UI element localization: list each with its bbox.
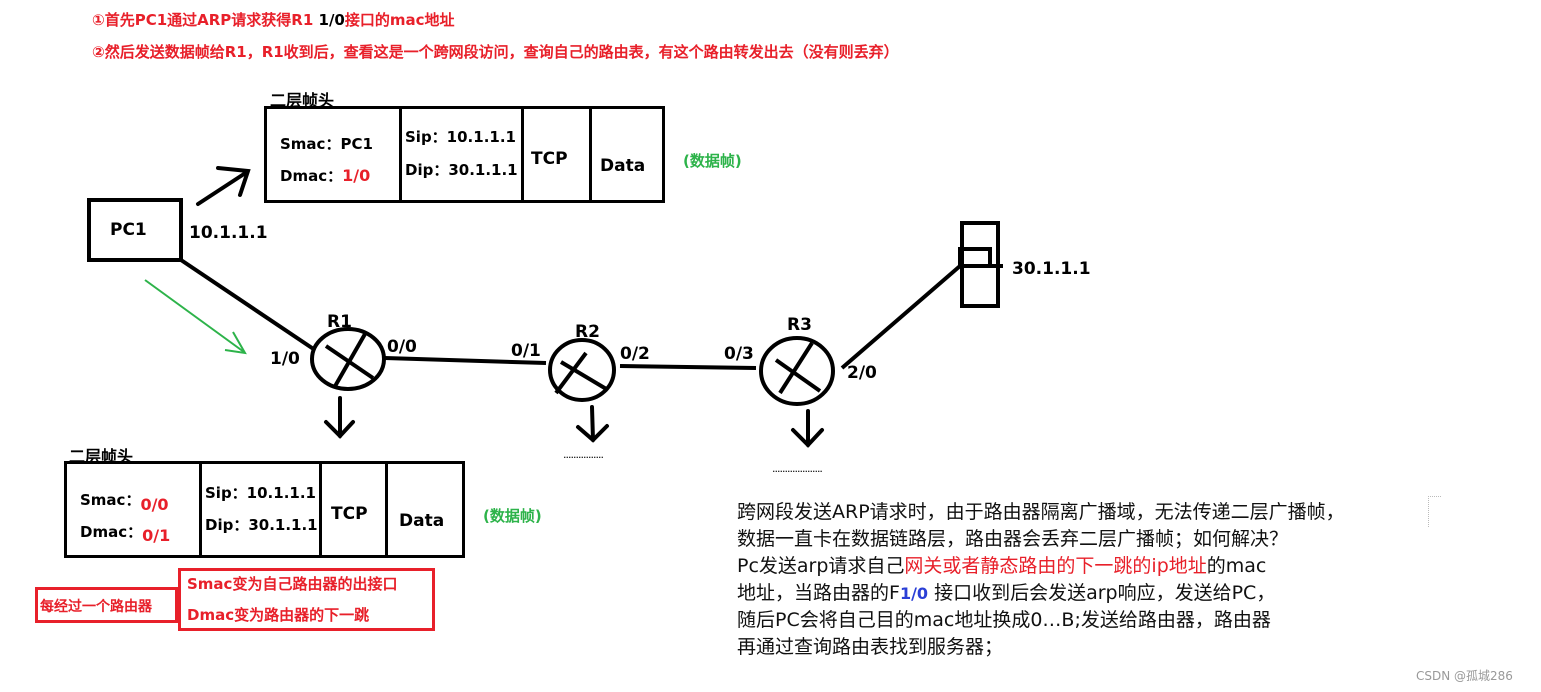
explanation-line5: 随后PC会将自己目的mac地址换成0…B;发送给路由器，路由器: [737, 609, 1271, 631]
explanation-line1: 跨网段发送ARP请求时，由于路由器隔离广播域，无法传递二层广播帧，: [737, 501, 1345, 523]
r3-port-right: 2/0: [847, 363, 877, 383]
top-tcp: TCP: [531, 149, 568, 169]
bottom-tcp: TCP: [331, 504, 368, 524]
r1-port-left: 1/0: [270, 349, 300, 369]
step1-prefix: ①首先PC1通过ARP请求获得R1: [92, 11, 319, 29]
line3-b: 的mac: [1206, 555, 1267, 577]
down-arrow-r1-icon: [324, 396, 355, 439]
step2-note: ②然后发送数据帧给R1，R1收到后，查看这是一个跨网段访问，查询自己的路由表，有…: [92, 43, 899, 61]
link-pc1-r1: [179, 258, 317, 352]
r3-label: R3: [787, 315, 812, 335]
top-frame-header-label: 二层帧头: [270, 91, 335, 110]
top-smac: Smac：PC1: [280, 133, 373, 154]
r3-ellipsis: ....................: [772, 462, 823, 475]
dmac-value: 1/0: [342, 166, 371, 185]
explanation-line6: 再通过查询路由表找到服务器；: [737, 636, 1004, 658]
step1-suffix: 接口的mac地址: [344, 11, 455, 29]
rule-line1: Smac变为自己路由器的出接口: [187, 575, 398, 593]
pc1-node: [87, 198, 183, 262]
r1-label: R1: [327, 312, 352, 332]
top-data: Data: [600, 156, 646, 176]
top-frame-caption: (数据帧): [683, 152, 742, 170]
selection-handle-decoration: [1428, 496, 1441, 527]
top-dip: Dip：30.1.1.1: [405, 161, 518, 179]
router-r3-icon: [759, 336, 835, 406]
pc1-ip: 10.1.1.1: [189, 223, 268, 243]
line3-a: Pc发送arp请求自己: [737, 555, 905, 577]
step1-interface: 1/0: [318, 11, 345, 29]
server-icon: [958, 221, 1003, 308]
link-r1-r2: [384, 356, 547, 365]
r2-port-right: 0/2: [620, 344, 650, 364]
bottom-data-frame: Smac：0/0 Dmac：0/1 Sip：10.1.1.1 Dip：30.1.…: [64, 461, 465, 558]
bottom-frame-caption: (数据帧): [483, 507, 542, 525]
line4-b: 接口收到后会发送arp响应，发送给PC，: [928, 582, 1276, 604]
rule-detail-box: Smac变为自己路由器的出接口 Dmac变为路由器的下一跳: [178, 568, 435, 631]
bottom-smac: Smac：0/0: [80, 489, 169, 514]
down-arrow-r3-icon: [791, 409, 824, 448]
down-arrow-r2-icon: [576, 405, 609, 443]
explanation-line3: Pc发送arp请求自己网关或者静态路由的下一跳的ip地址的mac: [737, 553, 1345, 580]
rule-line2: Dmac变为路由器的下一跳: [187, 606, 370, 624]
server-ip: 30.1.1.1: [1012, 259, 1091, 279]
link-r2-r3: [619, 364, 757, 370]
dmac-label: Dmac：: [280, 167, 343, 185]
top-sip: Sip：10.1.1.1: [405, 128, 516, 146]
r3-port-left: 0/3: [724, 344, 754, 364]
router-r1-icon: [310, 327, 386, 391]
dmac-label: Dmac：: [80, 523, 143, 541]
r2-port-left: 0/1: [511, 341, 541, 361]
explanation-text: 跨网段发送ARP请求时，由于路由器隔离广播域，无法传递二层广播帧， 数据一直卡在…: [737, 499, 1345, 661]
explanation-line4: 地址，当路由器的F1/0 接口收到后会发送arp响应，发送给PC，: [737, 580, 1345, 607]
pc1-label: PC1: [110, 220, 147, 240]
explanation-line2: 数据一直卡在数据链路层，路由器会丢弃二层广播帧；如何解决？: [737, 528, 1289, 550]
bottom-dip: Dip：30.1.1.1: [205, 516, 318, 534]
router-r2-icon: [548, 338, 616, 402]
green-direction-arrow-icon: [144, 279, 247, 355]
rule-title-box: 每经过一个路由器: [35, 587, 178, 623]
step1-note: ①首先PC1通过ARP请求获得R1 1/0接口的mac地址: [92, 9, 455, 30]
top-dmac: Dmac：1/0: [280, 165, 370, 186]
link-r3-server: [840, 264, 962, 370]
smac-value: PC1: [340, 135, 373, 153]
dmac-value: 0/1: [142, 526, 171, 545]
smac-label: Smac：: [80, 491, 141, 509]
smac-label: Smac：: [280, 135, 341, 153]
watermark: CSDN @孤城286: [1416, 669, 1513, 683]
smac-value: 0/0: [140, 495, 169, 514]
bottom-dmac: Dmac：0/1: [80, 521, 171, 545]
line4-interface: 1/0: [899, 584, 929, 603]
r2-label: R2: [575, 322, 600, 342]
rule-title: 每经过一个路由器: [40, 599, 152, 615]
top-data-frame: Smac：PC1 Dmac：1/0 Sip：10.1.1.1 Dip：30.1.…: [264, 106, 665, 203]
bottom-data: Data: [399, 511, 445, 531]
bottom-sip: Sip：10.1.1.1: [205, 484, 316, 502]
line3-highlight: 网关或者静态路由的下一跳的ip地址: [904, 555, 1207, 577]
line4-a: 地址，当路由器的F: [737, 582, 900, 604]
r1-port-right: 0/0: [387, 337, 417, 357]
r2-ellipsis: ................: [563, 448, 604, 461]
arrow-to-top-frame-icon: [196, 166, 251, 206]
